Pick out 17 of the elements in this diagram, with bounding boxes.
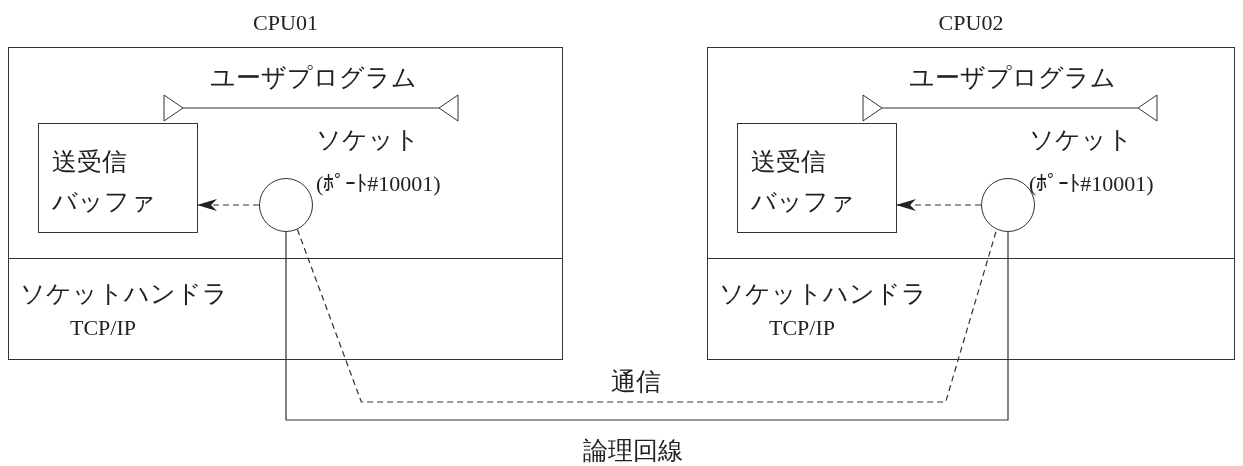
port-label: (ﾎﾟｰﾄ#10001) — [316, 171, 441, 198]
socket-label: ソケット — [316, 125, 420, 155]
buffer-box — [737, 123, 897, 233]
buffer-label: 送受信バッファ — [52, 146, 156, 218]
edge-label: 通信 — [608, 367, 664, 397]
protocol-label: TCP/IP — [769, 315, 836, 342]
box-title: CPU02 — [937, 10, 1005, 37]
arrow — [197, 199, 260, 211]
arrow — [896, 199, 982, 211]
socket-label: ソケット — [1029, 125, 1133, 155]
box-title: CPU01 — [252, 10, 319, 37]
buffer-label: 送受信バッファ — [751, 146, 855, 218]
layer-label: ソケットハンドラ — [20, 279, 228, 309]
layer-label: ソケットハンドラ — [719, 279, 927, 309]
port-label: (ﾎﾟｰﾄ#10001) — [1029, 171, 1154, 198]
protocol-label: TCP/IP — [70, 315, 137, 342]
buffer-box — [38, 123, 198, 233]
